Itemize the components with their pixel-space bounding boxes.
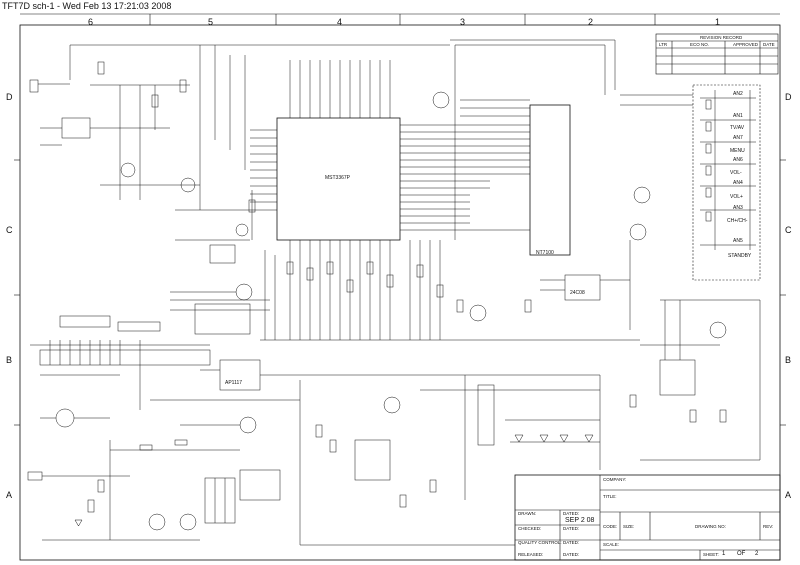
row-letter: C (785, 225, 792, 235)
chip-label-eeprom: 24C08 (570, 290, 585, 296)
row-letter: A (785, 490, 792, 500)
title-block-dated: DATED: (563, 511, 580, 516)
title-block-sheet: SHEET: (703, 552, 719, 557)
revision-header: DATE (763, 42, 775, 47)
title-block-dated-4: DATED: (563, 552, 580, 557)
title-block-dated-2: DATED: (563, 526, 580, 531)
column-number: 2 (588, 17, 594, 27)
key-label: AN1 (733, 113, 743, 119)
title-block-code: CODE: (603, 524, 618, 529)
title-block-title: TITLE: (603, 494, 617, 499)
title-block-quality: QUALITY CONTROL: (518, 540, 562, 545)
title-block-released: RELEASED: (518, 552, 544, 557)
chip-label-power: AP1117 (225, 380, 243, 386)
chip-label-mcu: MST3367P (325, 175, 351, 181)
row-letter: D (6, 92, 13, 102)
revision-header: ECO NO. (690, 42, 710, 47)
key-label: AN5 (733, 238, 743, 244)
title-block-drawing-no: DRAWING NO: (695, 524, 726, 529)
column-number: 4 (337, 17, 343, 27)
row-letter: D (785, 92, 792, 102)
key-label: VOL- (730, 170, 742, 176)
row-letter: A (6, 490, 13, 500)
key-label: CH+/CH- (727, 218, 748, 224)
column-number: 1 (715, 17, 721, 27)
title-block-date-value: SEP 2 08 (565, 517, 595, 524)
key-label: AN7 (733, 135, 743, 141)
key-label: VOL+ (730, 194, 743, 200)
chip-label-osd: NT7100 (536, 250, 554, 256)
key-label: MENU (730, 148, 745, 154)
key-label: TV/AV (730, 125, 745, 131)
title-block-of: OF (737, 551, 746, 557)
page-header: TFT7D sch-1 - Wed Feb 13 17:21:03 2008 (2, 1, 172, 11)
key-label: STANDBY (728, 253, 752, 259)
row-letter: B (6, 355, 13, 365)
key-label: AN6 (733, 157, 743, 163)
title-block-checked: CHECKED: (518, 526, 542, 531)
title-block-drawn: DRAWN: (518, 511, 537, 516)
key-label: AN4 (733, 180, 743, 186)
title-block-dated-3: DATED: (563, 540, 580, 545)
title-block-sheet-total: 2 (755, 551, 759, 557)
title-block-size: SIZE: (623, 524, 635, 529)
revision-header: LTR (659, 42, 668, 47)
title-block-scale: SCALE: (603, 542, 620, 547)
title-block-company: COMPANY: (603, 477, 627, 482)
title-block-rev: REV: (763, 524, 774, 529)
key-label: AN3 (733, 205, 743, 211)
column-number: 3 (460, 17, 466, 27)
title-block-sheet-num: 1 (722, 551, 726, 557)
column-number: 6 (88, 17, 94, 27)
row-letter: C (6, 225, 13, 235)
revision-title: REVISION RECORD (700, 35, 743, 40)
row-letter: B (785, 355, 792, 365)
revision-header: APPROVED (733, 42, 759, 47)
column-number: 5 (208, 17, 214, 27)
key-label: AN2 (733, 91, 743, 97)
